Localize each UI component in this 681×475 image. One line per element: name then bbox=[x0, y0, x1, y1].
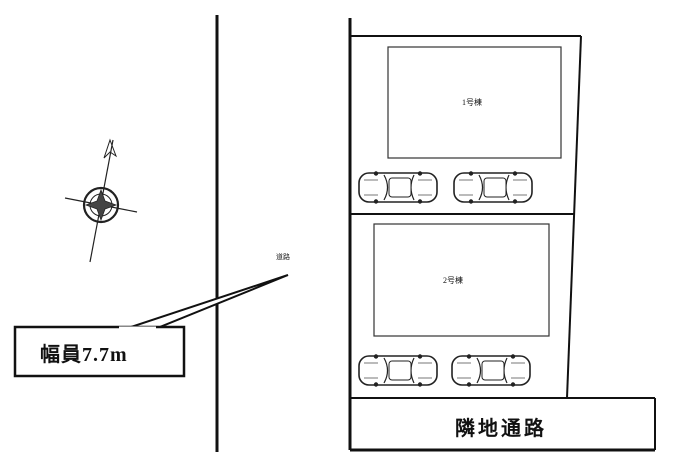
building-1-label: 1号棟 bbox=[462, 98, 482, 107]
building-2 bbox=[373, 223, 550, 337]
adjacent-passage bbox=[348, 397, 656, 452]
adjacent-passage-label: 隣地通路 bbox=[455, 416, 547, 440]
car-icon bbox=[358, 354, 438, 387]
road-width-callout bbox=[13, 274, 289, 378]
road-width-label: 幅員7.7m bbox=[40, 344, 128, 366]
car-icon bbox=[451, 354, 531, 387]
compass-rose-icon bbox=[64, 138, 138, 263]
building-1 bbox=[387, 46, 562, 159]
car-icon bbox=[358, 171, 438, 204]
site-boundary bbox=[348, 18, 582, 399]
building-2-label: 2号棟 bbox=[443, 276, 463, 285]
car-icon bbox=[453, 171, 533, 204]
road-label: 道路 bbox=[276, 253, 290, 261]
